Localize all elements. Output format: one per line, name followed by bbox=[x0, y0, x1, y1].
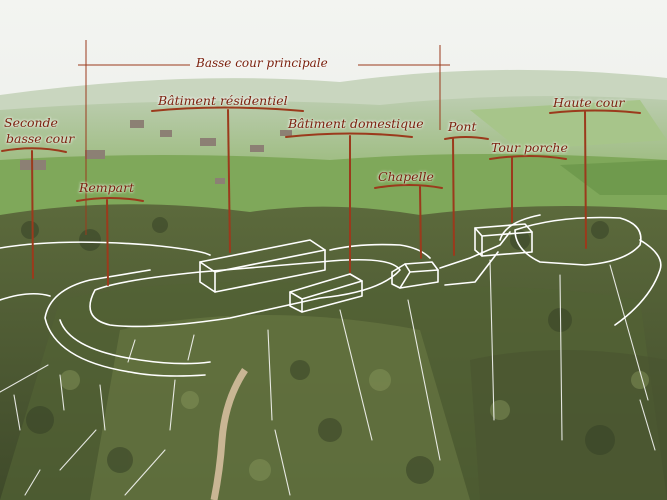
label-pont: Pont bbox=[448, 119, 477, 134]
leader-pont bbox=[444, 136, 489, 140]
second-court-ridge bbox=[0, 241, 211, 301]
label-rempart: Rempart bbox=[79, 180, 135, 195]
label-seconde: Seconde bbox=[4, 115, 58, 130]
label-chapelle: Chapelle bbox=[378, 169, 434, 184]
leader-lines bbox=[1, 106, 641, 286]
leader-pont-drop bbox=[452, 137, 455, 256]
label-basse-cour: basse cour bbox=[6, 131, 75, 146]
leader-batiment-domestique bbox=[285, 132, 413, 138]
label-batiment-domestique: Bâtiment domestique bbox=[288, 116, 424, 131]
leader-haute-cour bbox=[549, 109, 641, 114]
leader-tour-porche bbox=[489, 155, 567, 160]
leader-chapelle bbox=[374, 184, 443, 189]
leader-batiment-residentiel-drop bbox=[227, 109, 231, 253]
title-basse-cour-principale: Basse cour principale bbox=[196, 56, 328, 70]
slope-hatching bbox=[0, 259, 656, 496]
leader-rempart-drop bbox=[106, 199, 109, 286]
gate-tower-outline bbox=[474, 223, 533, 257]
chapel-outline bbox=[391, 261, 439, 289]
title-bracket bbox=[78, 40, 450, 235]
leader-seconde-basse-cour-drop bbox=[31, 150, 34, 279]
site-outline bbox=[0, 214, 662, 496]
inner-rampart-curve bbox=[59, 319, 211, 365]
residential-building-outline bbox=[199, 239, 326, 293]
domestic-building-outline bbox=[289, 273, 363, 313]
leader-haute-cour-drop bbox=[584, 111, 587, 249]
leader-rempart bbox=[76, 197, 144, 202]
label-batiment-residentiel: Bâtiment résidentiel bbox=[158, 93, 288, 108]
ridge-arc bbox=[329, 243, 431, 259]
leader-batiment-residentiel bbox=[151, 106, 304, 112]
upper-court-ellipse bbox=[514, 216, 642, 266]
leader-seconde-basse-cour bbox=[1, 147, 67, 153]
leader-chapelle-drop bbox=[419, 186, 422, 259]
lower-court-ellipse bbox=[89, 258, 401, 328]
label-tour-porche: Tour porche bbox=[491, 140, 568, 155]
label-haute-cour: Haute cour bbox=[553, 95, 625, 110]
outer-rampart-curve bbox=[44, 269, 206, 377]
